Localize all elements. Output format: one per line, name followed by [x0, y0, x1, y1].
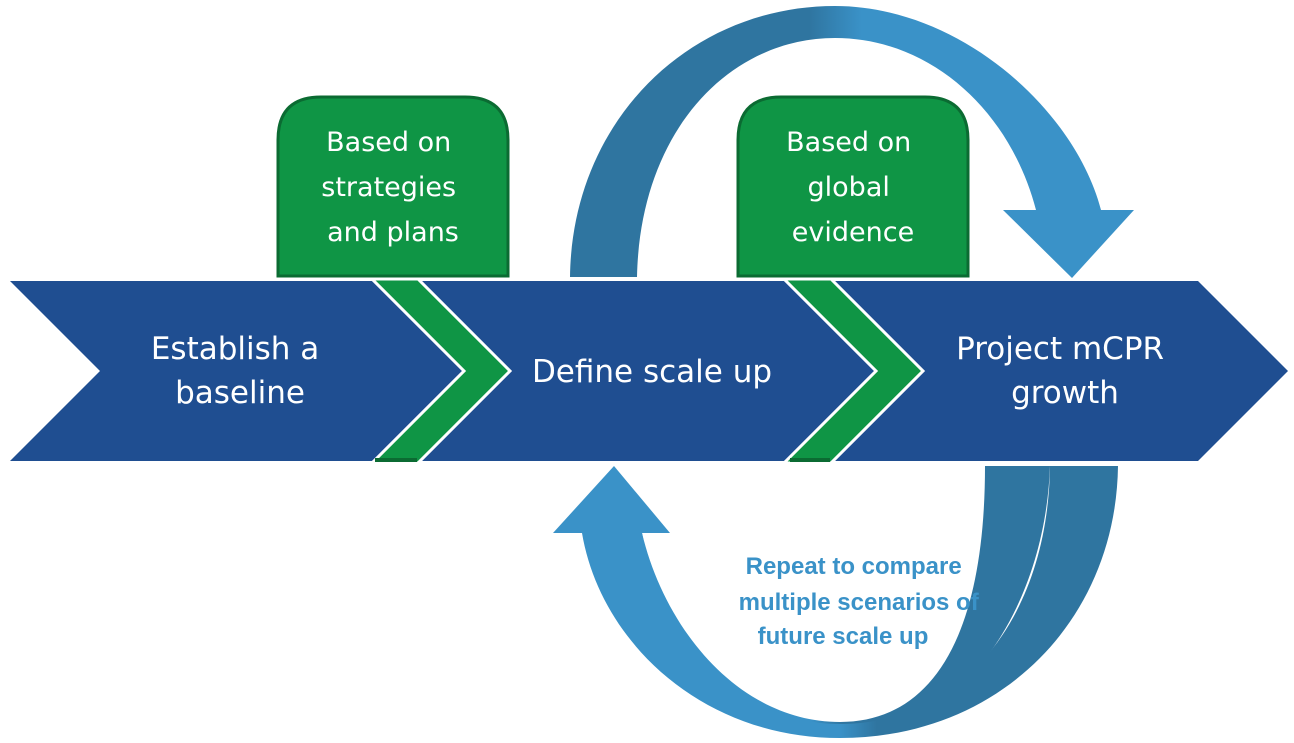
- top-arrowhead-icon: [1003, 210, 1134, 278]
- step-1-chevron: [10, 281, 465, 461]
- top-arc-body: [570, 6, 1101, 277]
- callout-1-tail: [368, 277, 513, 465]
- bottom-arrowhead-icon: [553, 466, 670, 533]
- step-2-label: Define scale up: [532, 354, 772, 390]
- callout-2-box: [736, 95, 970, 278]
- loop-note: Repeat to compare multiple scenarios of …: [739, 553, 986, 650]
- callout-2-label: Based on global evidence: [786, 127, 920, 248]
- callout-2: [736, 95, 970, 465]
- step-2-chevron: [418, 281, 875, 461]
- callout-1-label: Based on strategies and plans: [321, 127, 464, 248]
- bottom-arc-outer: [582, 466, 1118, 738]
- step-3-chevron: [828, 281, 1288, 461]
- callout-1: [276, 95, 513, 465]
- callout-1-tail-shadow: [375, 458, 417, 462]
- step-3-label: Project mCPR growth: [956, 331, 1174, 411]
- callout-2-tail-shadow: [790, 458, 830, 462]
- callout-1-box: [276, 95, 510, 278]
- callout-2-tail: [780, 277, 926, 465]
- top-loop-arrow: [570, 6, 1134, 278]
- bottom-loop-arrow: [553, 466, 1118, 738]
- step-1-label: Establish a baseline: [151, 331, 329, 411]
